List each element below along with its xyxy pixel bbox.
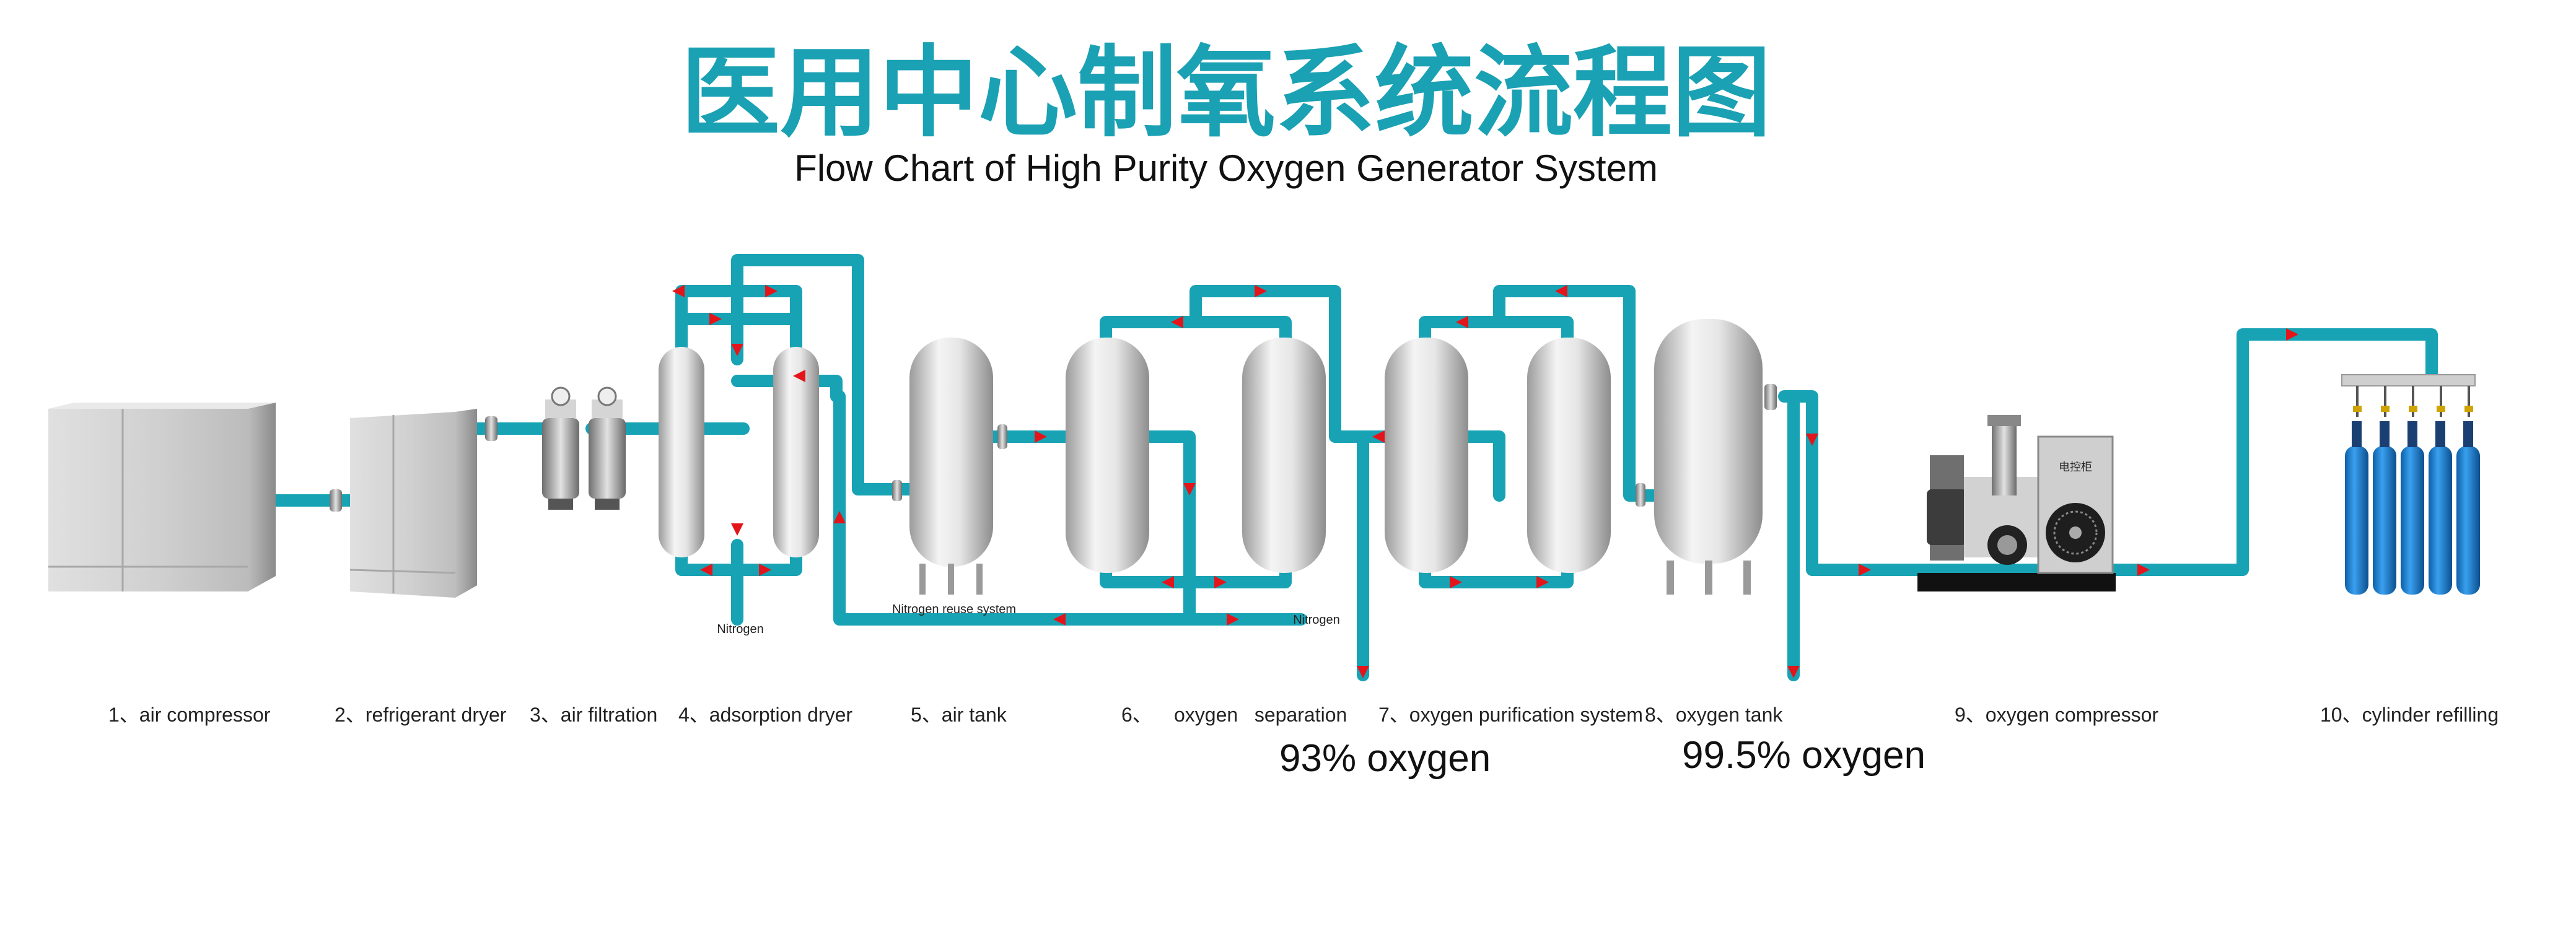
- air-filter: [542, 386, 579, 510]
- oxygen-cylinder: [2373, 446, 2396, 595]
- oxygen-purification-tower: [1385, 338, 1468, 573]
- label-step6-number: 6、: [1121, 704, 1152, 726]
- refrigerant-dryer: [349, 409, 477, 598]
- oxygen-cylinder: [2401, 446, 2424, 595]
- output-995-oxygen: 99.5% oxygen: [1682, 734, 1925, 777]
- oxygen-cylinder: [2345, 446, 2368, 595]
- label-oxygen-compressor: 9、oxygen compressor: [1955, 704, 2158, 726]
- label-cylinder-refilling: 10、cylinder refilling: [2320, 704, 2499, 726]
- title-english: Flow Chart of High Purity Oxygen Generat…: [794, 147, 1658, 189]
- cylinder-rack: [2341, 374, 2476, 417]
- title-chinese: 医用中心制氧系统流程图: [681, 35, 1771, 151]
- nitrogen-reuse-label: Nitrogen reuse system: [892, 603, 1016, 616]
- pipe-coupling: [1636, 483, 1645, 507]
- oxygen-tank: [1654, 319, 1763, 595]
- flow-arrows: [672, 285, 2298, 678]
- label-refrigerant-dryer: 2、refrigerant dryer: [335, 704, 507, 726]
- oxygen-purification-tower: [1527, 338, 1611, 573]
- label-oxygen-separation: oxygen separation: [1174, 704, 1347, 726]
- pipe-coupling: [997, 424, 1007, 449]
- adsorption-tower: [773, 347, 819, 557]
- pipe-coupling: [1764, 384, 1777, 410]
- pipe-coupling: [330, 489, 342, 512]
- label-air-filtration: 3、air filtration: [530, 704, 657, 726]
- pipe-coupling: [892, 480, 902, 501]
- label-air-tank: 5、air tank: [911, 704, 1007, 726]
- air-filter: [589, 386, 626, 510]
- label-adsorption-dryer: 4、adsorption dryer: [678, 704, 852, 726]
- oxygen-separation-tower: [1066, 338, 1149, 573]
- oxygen-cylinder: [2456, 446, 2480, 595]
- output-93-oxygen: 93% oxygen: [1279, 737, 1491, 780]
- label-oxygen-tank: 8、oxygen tank: [1645, 704, 1783, 726]
- label-oxygen-purification: 7、oxygen purification system: [1378, 704, 1643, 726]
- nitrogen-outlet-label: Nitrogen: [1293, 613, 1340, 627]
- nitrogen-label: Nitrogen: [717, 622, 764, 636]
- oxygen-compressor: 电控柜: [1917, 415, 2116, 591]
- oxygen-separation-tower: [1242, 338, 1326, 573]
- pipe-coupling: [485, 416, 497, 441]
- oxygen-cylinder: [2429, 446, 2452, 595]
- label-air-compressor: 1、air compressor: [108, 704, 271, 726]
- control-cabinet-label: 电控柜: [2059, 461, 2092, 473]
- pipe-network: [269, 254, 2438, 681]
- air-compressor: [48, 403, 276, 591]
- air-tank: [909, 338, 993, 595]
- adsorption-tower: [659, 347, 704, 557]
